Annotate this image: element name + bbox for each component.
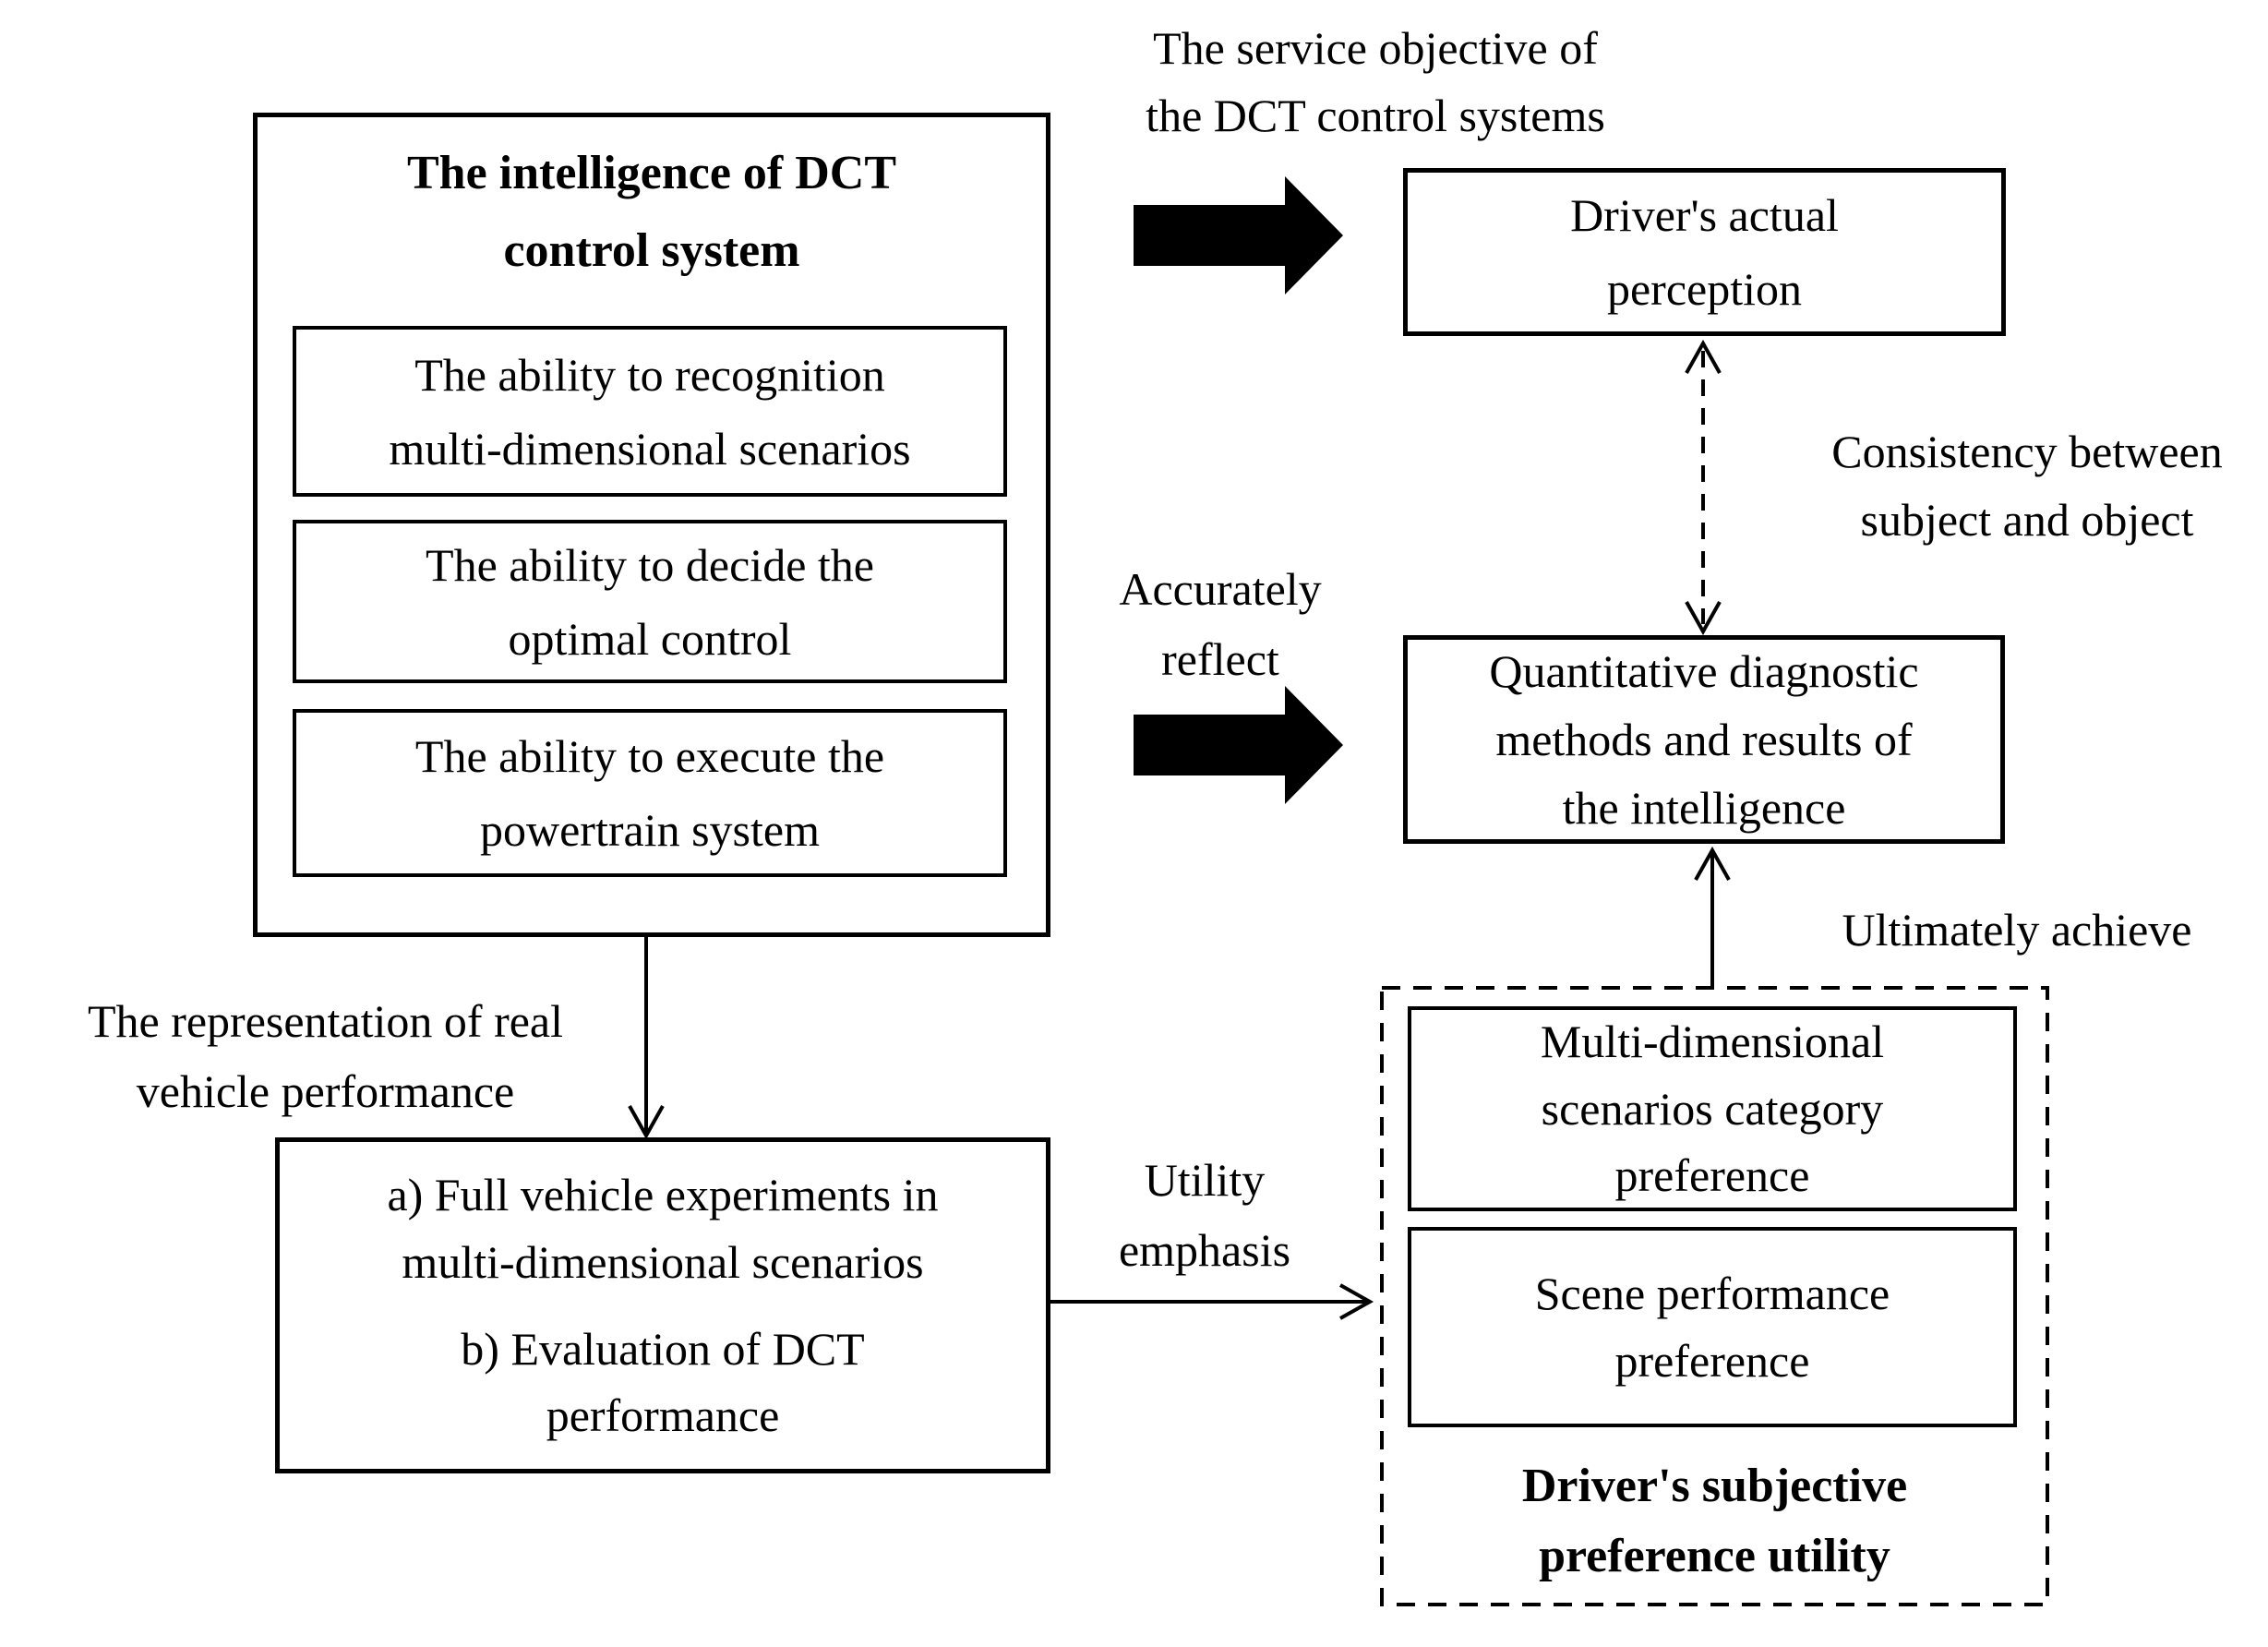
reflect-block-arrow-icon bbox=[1134, 686, 1343, 804]
utility-emphasis-label: Utility emphasis bbox=[1118, 1154, 1291, 1276]
intelligence-box-title: The intelligence of DCT control system bbox=[406, 147, 897, 278]
consistency-label: Consistency between subject and object bbox=[1831, 426, 2223, 546]
utility-emphasis-arrow bbox=[1050, 1283, 1374, 1320]
accurately-reflect-label: Accurately reflect bbox=[1119, 563, 1322, 685]
drivers-perception-box: Driver's actual perception bbox=[1403, 168, 2006, 336]
preference-dashed-group-box bbox=[1380, 986, 2049, 1606]
experiments-item: a) Full vehicle experiments in multi-dim… bbox=[387, 1169, 939, 1288]
service-block-arrow-icon bbox=[1134, 176, 1343, 295]
ability-execution-box: The ability to execute the powertrain sy… bbox=[293, 709, 1007, 877]
ability-decision-box: The ability to decide the optimal contro… bbox=[293, 520, 1007, 683]
representation-label: The representation of real vehicle perfo… bbox=[87, 995, 563, 1117]
ultimately-achieve-arrow bbox=[1694, 846, 1731, 986]
consistency-double-arrow bbox=[1685, 339, 1722, 636]
preference-scene-box: Scene performance preference bbox=[1408, 1227, 2017, 1427]
evaluation-item: b) Evaluation of DCT performance bbox=[461, 1322, 865, 1442]
preference-group-title: Driver's subjective preference utility bbox=[1521, 1460, 1908, 1582]
representation-down-arrow bbox=[628, 937, 665, 1140]
experiments-evaluation-box: a) Full vehicle experiments in multi-dim… bbox=[275, 1137, 1050, 1473]
ultimately-achieve-label: Ultimately achieve bbox=[1842, 904, 2192, 956]
ability-recognition-box: The ability to recognition multi-dimensi… bbox=[293, 326, 1007, 497]
service-objective-label: The service objective of the DCT control… bbox=[1146, 22, 1605, 141]
preference-category-box: Multi-dimensional scenarios category pre… bbox=[1408, 1006, 2017, 1211]
quantitative-diagnostic-box: Quantitative diagnostic methods and resu… bbox=[1403, 635, 2005, 844]
